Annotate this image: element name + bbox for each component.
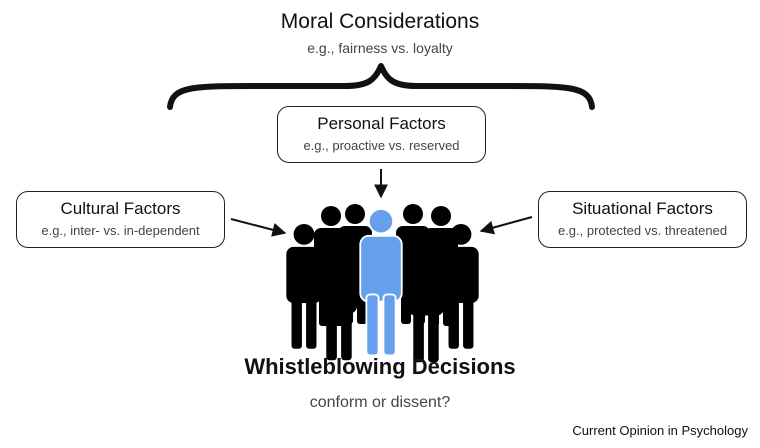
- cultural-factors-example: e.g., inter- vs. in-dependent: [41, 223, 200, 238]
- journal-credit: Current Opinion in Psychology: [572, 423, 748, 438]
- situational-factors-box: Situational Factors e.g., protected vs. …: [538, 191, 747, 248]
- moral-title: Moral Considerations: [280, 10, 480, 33]
- personal-factors-title: Personal Factors: [317, 114, 446, 133]
- moral-example: e.g., fairness vs. loyalty: [307, 40, 453, 56]
- moral-brace: [167, 63, 595, 110]
- cultural-factors-box: Cultural Factors e.g., inter- vs. in-dep…: [16, 191, 225, 248]
- situational-factors-title: Situational Factors: [572, 199, 713, 218]
- situational-factors-example: e.g., protected vs. threatened: [557, 223, 728, 238]
- personal-factors-example: e.g., proactive vs. reserved: [303, 138, 460, 153]
- personal-factors-box: Personal Factors e.g., proactive vs. res…: [277, 106, 486, 163]
- outcome-title: Whistleblowing Decisions: [244, 354, 516, 379]
- arrow-cultural: [230, 218, 287, 237]
- outcome-subtitle: conform or dissent?: [309, 394, 451, 411]
- cultural-factors-title: Cultural Factors: [60, 199, 181, 218]
- arrow-situational: [479, 216, 533, 235]
